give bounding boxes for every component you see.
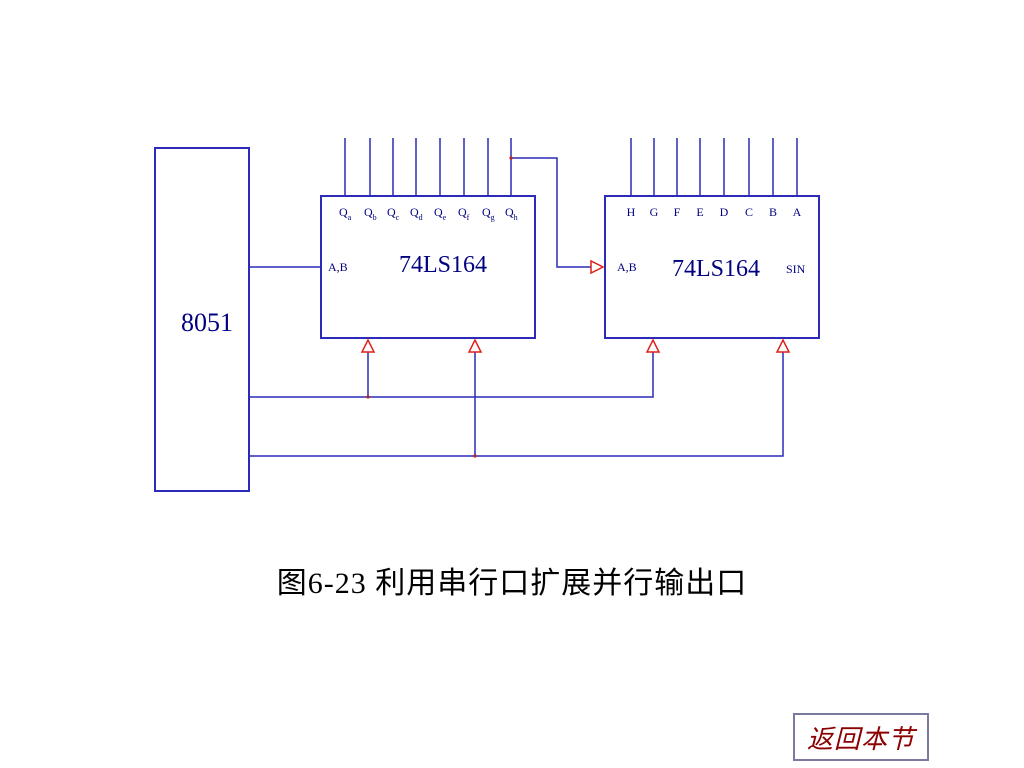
chip1-pin-label-f: Qf <box>458 205 470 222</box>
chip2-pin-label-e: E <box>696 205 703 219</box>
chip1-pin-label-g: Qg <box>482 205 495 222</box>
chip1-pin-label-b: Qb <box>364 205 377 222</box>
chip2-name: 74LS164 <box>672 256 760 282</box>
chip1-pin-label-a: Qa <box>339 205 352 222</box>
chip2-pin-label-a: A <box>793 205 802 219</box>
chip2-pin-label-c: C <box>745 205 753 219</box>
junction-dot <box>509 156 513 160</box>
chip1-pin-label-e: Qe <box>434 205 447 222</box>
chip1-clock-arrow-1 <box>360 338 376 353</box>
chip1-pin-label-c: Qc <box>387 205 400 222</box>
figure-caption: 图6-23 利用串行口扩展并行输出口 <box>276 567 748 600</box>
junction-dot <box>366 395 370 399</box>
chip2-input-label: A,B <box>617 260 637 274</box>
chip1-clock-arrow-2 <box>467 338 483 353</box>
chip1-output-pins: Qa Qb Qc Qd Qe Qf Qg Qh <box>339 138 518 222</box>
chip2-box <box>604 195 820 339</box>
chip2-pin-label-b: B <box>769 205 777 219</box>
junction-dot <box>473 454 477 458</box>
chip2-clock-arrow-1 <box>645 338 661 353</box>
mcu-box <box>154 147 250 492</box>
chip1-pin-label-d: Qd <box>410 205 423 222</box>
mcu-label: 8051 <box>181 308 233 337</box>
chip1-input-label: A,B <box>328 260 348 274</box>
cascade-arrow <box>590 259 605 275</box>
chip2-clock-arrow-2 <box>775 338 791 353</box>
chip2-pin-label-g: G <box>650 205 659 219</box>
chip2-side-label: SIN <box>786 262 806 276</box>
chip1-name: 74LS164 <box>399 252 487 278</box>
chip2-pin-label-h: H <box>627 205 636 219</box>
clock-wire-1 <box>249 352 654 398</box>
back-to-section-label: 返回本节 <box>806 724 915 754</box>
cascade-wire <box>511 157 591 268</box>
chip1-pin-label-h: Qh <box>505 205 518 222</box>
chip2-pin-label-f: F <box>674 205 681 219</box>
chip2-pin-label-d: D <box>720 205 729 219</box>
clock-wire-2 <box>249 352 784 457</box>
back-to-section-button[interactable]: 返回本节 <box>793 713 929 761</box>
